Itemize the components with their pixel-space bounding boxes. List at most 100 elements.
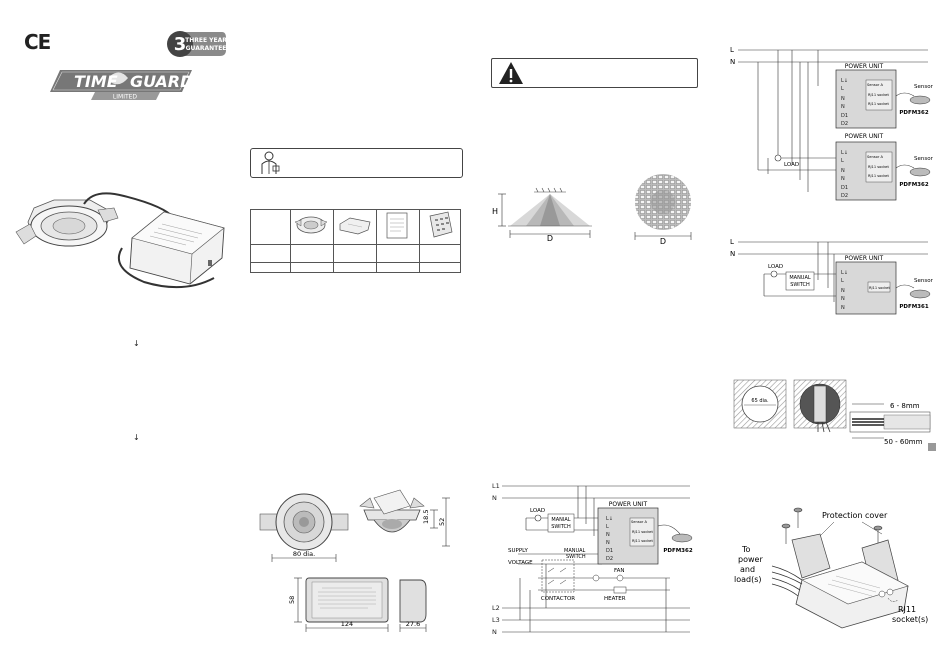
svg-text:GUARANTEE: GUARANTEE [186, 45, 227, 52]
contents-table [249, 209, 461, 273]
svg-text:18.5: 18.5 [422, 510, 430, 524]
svg-text:LOAD: LOAD [530, 508, 545, 514]
load-lamp-icon [770, 270, 778, 278]
timeguard-logo: TIME GUARD LIMITED [50, 70, 193, 101]
svg-text:RJ11 socket: RJ11 socket [868, 93, 889, 97]
load-lamp-icon [774, 154, 782, 162]
svg-text:GUARD: GUARD [130, 72, 193, 91]
arrow-marker: ↓ [133, 339, 140, 348]
svg-text:LOAD: LOAD [768, 264, 783, 270]
clock-icon [110, 72, 128, 85]
svg-text:PDFM362: PDFM362 [899, 182, 928, 188]
svg-text:L3: L3 [492, 616, 500, 624]
svg-text:L↓: L↓ [606, 516, 613, 522]
svg-text:SWITCH: SWITCH [551, 524, 571, 530]
svg-text:LOAD: LOAD [784, 162, 799, 168]
svg-text:RJ11 socket: RJ11 socket [869, 286, 890, 290]
sensor-icon [671, 533, 693, 543]
svg-text:HEATER: HEATER [604, 596, 626, 602]
svg-text:RJ11: RJ11 [898, 605, 916, 614]
svg-text:FAN: FAN [614, 568, 625, 574]
svg-text:and: and [740, 565, 755, 574]
svg-text:VOLTAGE: VOLTAGE [508, 560, 533, 566]
svg-text:L: L [730, 46, 734, 54]
svg-text:L↓: L↓ [841, 78, 848, 84]
svg-text:POWER UNIT: POWER UNIT [609, 501, 648, 508]
svg-text:Sensor: Sensor [914, 156, 934, 162]
ce-mark: CE [24, 30, 51, 54]
svg-text:TIME: TIME [74, 72, 118, 91]
svg-text:RJ11 socket: RJ11 socket [632, 539, 653, 543]
hvac-wiring-diagram: L1 N L2 L3 N LOAD MANIAL SWITCH SUPPLY V… [492, 482, 693, 636]
heater-icon [613, 586, 627, 594]
power-unit-icon [339, 217, 371, 235]
screw-icon [781, 507, 883, 546]
svg-text:58: 58 [288, 596, 296, 604]
svg-text:Sensor A: Sensor A [631, 520, 647, 524]
svg-text:L: L [730, 238, 734, 246]
svg-text:N: N [841, 288, 845, 294]
svg-text:6 - 8mm: 6 - 8mm [890, 402, 920, 410]
power-unit-view: 58 124 [288, 577, 389, 632]
instruction-leaflet-icon [386, 212, 408, 239]
remote-control-icon [429, 211, 453, 238]
svg-text:D1: D1 [841, 113, 848, 119]
svg-text:SWITCH: SWITCH [790, 282, 810, 288]
svg-text:N: N [841, 296, 845, 302]
svg-text:D: D [660, 237, 666, 246]
svg-text:D: D [547, 234, 553, 243]
svg-text:L1: L1 [492, 482, 500, 490]
svg-text:RJ11 socket: RJ11 socket [868, 165, 889, 169]
sensor-icon [909, 167, 931, 177]
svg-text:N: N [841, 96, 845, 102]
svg-text:N: N [492, 494, 497, 502]
svg-text:SUPPLY: SUPPLY [508, 548, 528, 554]
load-lamp-icon [534, 514, 542, 522]
svg-text:POWER UNIT: POWER UNIT [845, 63, 884, 70]
svg-text:L: L [841, 86, 844, 92]
svg-text:L↓: L↓ [841, 150, 848, 156]
installer-notice-box [250, 148, 463, 178]
svg-text:socket(s): socket(s) [892, 615, 928, 624]
dimension-drawing: 80 dia. 18.5 52 58 124 [259, 489, 450, 632]
svg-text:Protection cover: Protection cover [822, 511, 888, 520]
fan-icon [616, 574, 624, 582]
sensor-icon [909, 95, 931, 105]
svg-text:RJ11 socket: RJ11 socket [868, 102, 889, 106]
svg-text:N: N [841, 305, 845, 311]
svg-text:load(s): load(s) [734, 575, 762, 584]
svg-text:50 - 60mm: 50 - 60mm [884, 438, 923, 446]
svg-text:Sensor A: Sensor A [867, 155, 883, 159]
svg-text:H: H [492, 207, 498, 216]
svg-text:80 dia.: 80 dia. [293, 550, 315, 558]
warning-icon [499, 62, 523, 84]
svg-text:RJ11 socket: RJ11 socket [868, 174, 889, 178]
svg-text:PDFM362: PDFM362 [899, 110, 928, 116]
sensor-side-view: 18.5 52 [359, 489, 450, 547]
svg-text:D2: D2 [841, 121, 848, 127]
svg-text:L: L [606, 524, 609, 530]
svg-text:N: N [606, 532, 610, 538]
svg-text:D2: D2 [606, 556, 613, 562]
sensor-icon [909, 289, 931, 299]
svg-text:POWER UNIT: POWER UNIT [845, 133, 884, 140]
cutout-and-stripping-diagram: 65 dia. 6 - 8mm 50 - 60mm [733, 379, 931, 446]
svg-text:L: L [841, 278, 844, 284]
svg-text:52: 52 [438, 518, 446, 526]
sensor-front-view: 80 dia. [259, 493, 349, 562]
svg-text:27.6: 27.6 [406, 620, 420, 628]
sensor-head-icon [294, 216, 328, 234]
svg-text:THREE YEAR: THREE YEAR [185, 37, 227, 44]
dual-sensor-wiring-diagram: L N POWER UNIT L↓ L N N D1 D2 Sensor A R… [730, 46, 934, 201]
svg-text:N: N [492, 628, 497, 636]
guarantee-number: 3 [174, 34, 187, 55]
svg-text:PDFM362: PDFM362 [663, 548, 692, 554]
detection-side-view: H D [492, 187, 592, 243]
svg-text:D2: D2 [841, 193, 848, 199]
svg-text:LIMITED: LIMITED [113, 94, 138, 101]
svg-text:D1: D1 [841, 185, 848, 191]
svg-text:POWER UNIT: POWER UNIT [845, 255, 884, 262]
svg-text:L: L [841, 158, 844, 164]
svg-text:N: N [730, 58, 735, 66]
svg-text:Sensor: Sensor [914, 278, 934, 284]
